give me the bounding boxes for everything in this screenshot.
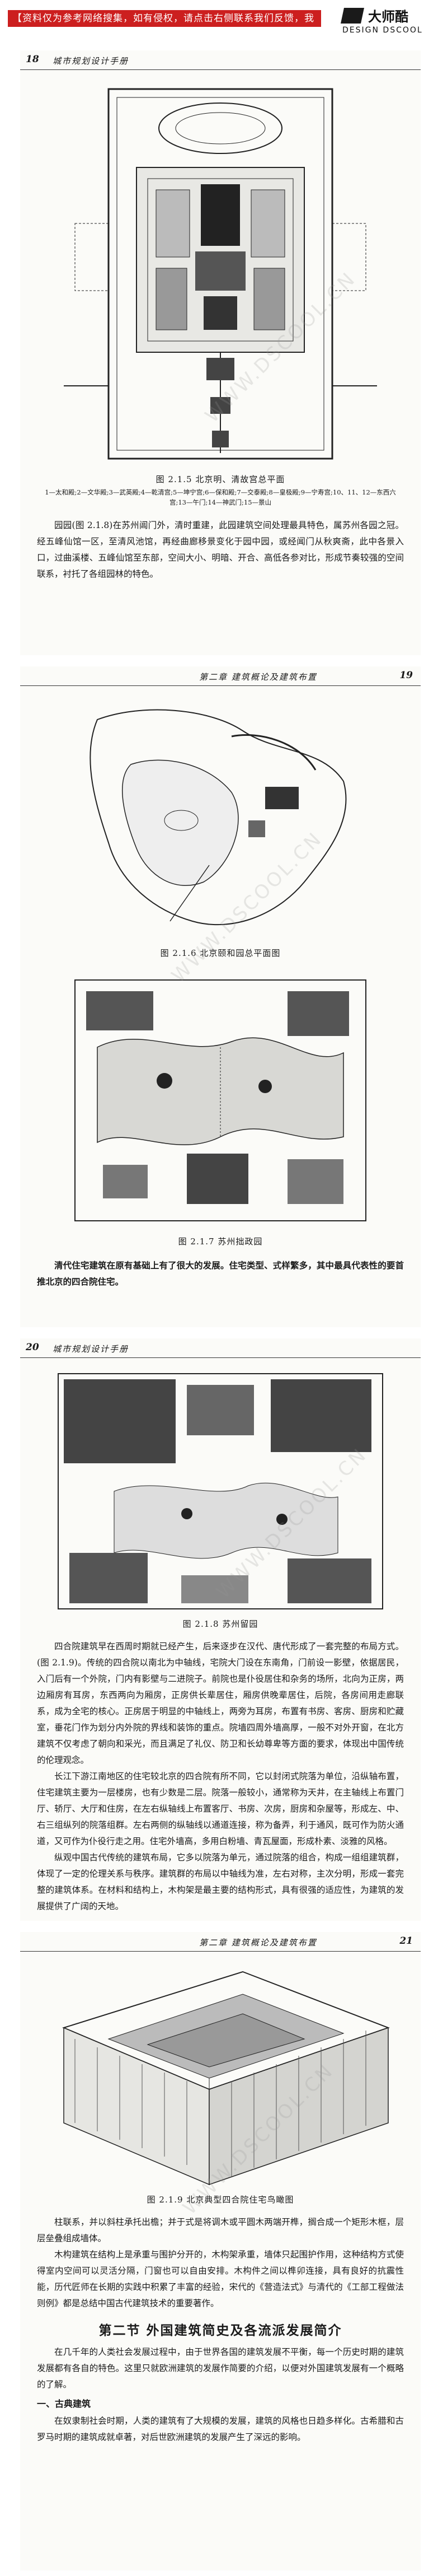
body-paragraph: 在奴隶制社会时期，人类的建筑有了大规模的发展，建筑的风格也日趋多样化。古希腊和古… — [37, 2416, 404, 2442]
page-number: 21 — [399, 1935, 413, 1947]
logo-name: 大师酷 — [368, 9, 408, 25]
page-header: 18 城市规划设计手册 — [20, 50, 421, 70]
running-title: 第二章 建筑概论及建筑布置 — [199, 1938, 317, 1948]
figure-legend: 1—太和殿;2—文华殿;3—武英殿;4—乾清宫;5—坤宁宫;6—保和殿;7—交泰… — [45, 488, 396, 506]
page-header: 第二章 建筑概论及建筑布置 21 — [20, 1932, 421, 1952]
page-header: 20 城市规划设计手册 — [20, 1338, 421, 1358]
page-number: 20 — [26, 1342, 39, 1353]
page-number: 19 — [399, 670, 413, 681]
document-page-21: 第二章 建筑概论及建筑布置 21 — [20, 1932, 421, 2570]
page-header: 第二章 建筑概论及建筑布置 19 — [20, 666, 421, 686]
zhuozheng-garden-plan-drawing — [74, 979, 366, 1221]
figure-caption: 图 2.1.7 苏州拙政园 — [178, 1236, 263, 1247]
top-banner: 【资料仅为参考网络搜集，如有侵权，请点击右侧联系我们反馈，我们立即撤稿】 大师酷… — [0, 0, 438, 41]
dscool-logo[interactable]: 大师酷 DESIGN DSCOOL — [341, 6, 432, 36]
document-page-20: 20 城市规划设计手册 图 2.1.8 苏州留园 四合院建筑早在西周时期就已经产… — [20, 1338, 421, 1921]
logo-sub: DESIGN DSCOOL — [342, 26, 423, 35]
body-paragraph: 四合院建筑早在西周时期就已经产生，后来逐步在汉代、唐代形成了一套完整的布局方式。… — [37, 1641, 404, 1765]
courtyard-house-aerial-drawing — [62, 1971, 390, 2186]
body-paragraph: 木构建筑在结构上是承重与围护分开的，木构架承重，墙体只起围护作用，这种结构方式使… — [37, 2250, 404, 2308]
body-paragraph: 长江下游江南地区的住宅较北京的四合院有所不同，它以封闭式院落为单位，沿纵轴布置，… — [37, 1771, 404, 1846]
summer-palace-plan-figure — [64, 697, 377, 944]
logo-mark-icon — [341, 8, 364, 24]
zhuozheng-garden-plan-figure — [53, 969, 388, 1232]
liu-garden-plan-drawing — [58, 1373, 383, 1609]
figure-caption: 图 2.1.8 苏州留园 — [182, 1619, 258, 1629]
figure-caption: 图 2.1.6 北京颐和园总平面图 — [160, 948, 281, 958]
figure-caption: 图 2.1.5 北京明、清故宫总平面 — [156, 474, 285, 484]
running-title: 第二章 建筑概论及建筑布置 — [199, 672, 317, 682]
summer-palace-plan-drawing — [90, 709, 347, 926]
running-title: 城市规划设计手册 — [53, 1344, 129, 1354]
subsection-title: 一、古典建筑 — [37, 2398, 91, 2409]
running-title: 城市规划设计手册 — [53, 56, 129, 66]
section-title: 第二节 外国建筑简史及各流派发展简介 — [98, 2323, 342, 2338]
body-paragraph: 在几千年的人类社会发展过程中，由于世界各国的建筑发展不平衡，每一个历史时期的建筑… — [37, 2347, 404, 2390]
body-paragraph: 清代住宅建筑在原有基础上有了很大的发展。住宅类型、式样繁多，其中最具代表性的要首… — [37, 1260, 404, 1287]
body-paragraph: 柱联系，并以斜柱承托出檐；并于式是将调木或平圆木两端开榫，搁合成一个矩形木框，层… — [37, 2217, 404, 2243]
body-paragraph: 纵观中国古代传统的建筑布局，它多以院落为单元，通过院落的组合，构成一组组建筑群，… — [37, 1852, 404, 1911]
forbidden-city-plan-figure — [64, 83, 377, 470]
page-number: 18 — [26, 54, 39, 65]
liu-garden-plan-figure — [47, 1368, 394, 1614]
document-page-19: 第二章 建筑概论及建筑布置 19 图 2.1.6 北京颐和园总平面图 图 — [20, 666, 421, 1327]
courtyard-house-aerial-figure — [41, 1961, 399, 2190]
figure-caption: 图 2.1.9 北京典型四合院住宅鸟瞰图 — [147, 2195, 294, 2205]
document-page-18: 18 城市规划设计手册 图 2.1.5 北京明、清故宫 — [20, 50, 421, 655]
body-paragraph: 园园(图 2.1.8)在苏州阊门外，清时重建，此园建筑空间处理最具特色，属苏州各… — [37, 520, 404, 579]
forbidden-city-plan-drawing — [64, 88, 377, 460]
copyright-notice-banner[interactable]: 【资料仅为参考网络搜集，如有侵权，请点击右侧联系我们反馈，我们立即撤稿】 — [8, 10, 321, 41]
